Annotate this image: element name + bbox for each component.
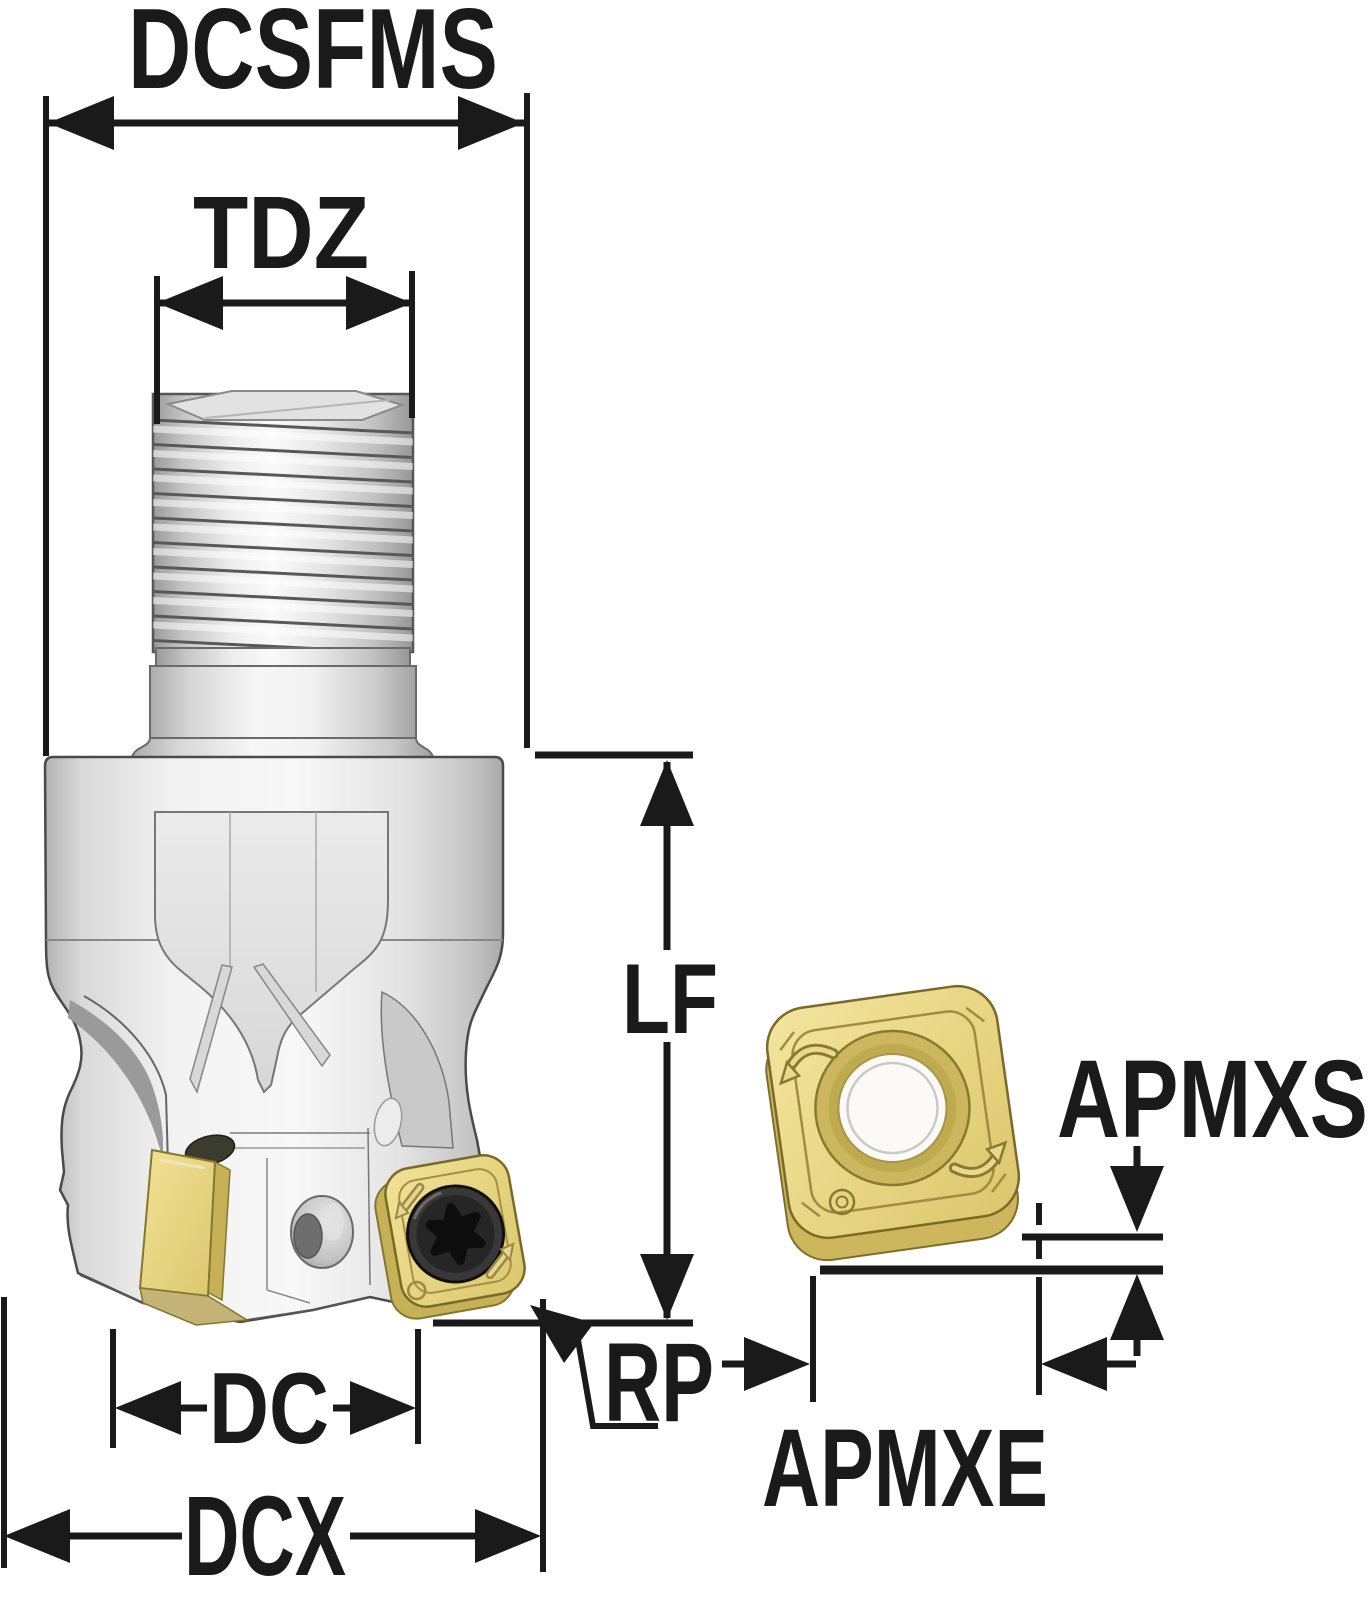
dim-rp bbox=[530, 1305, 658, 1429]
spare-insert-dot-outer bbox=[828, 1188, 856, 1216]
arrowhead-left-icon bbox=[115, 1381, 181, 1435]
shank-top-facet-line bbox=[204, 399, 391, 419]
recessed-panel bbox=[154, 811, 389, 1094]
spare-insert-hole bbox=[837, 1053, 948, 1164]
mounted-arrow-mark-tl bbox=[399, 1185, 422, 1213]
boss-highlight bbox=[322, 1203, 344, 1241]
leader-arrowhead-icon bbox=[530, 1305, 594, 1363]
arrowhead-left-icon bbox=[157, 276, 223, 330]
spare-insert-corner-facets bbox=[779, 1006, 1007, 1218]
left-insert-bottom bbox=[139, 1287, 250, 1326]
dim-apmxs bbox=[820, 1146, 1164, 1356]
screw-highlight bbox=[412, 1191, 442, 1220]
spare-arrow-head-br bbox=[984, 1140, 1008, 1166]
spare-insert bbox=[765, 984, 1021, 1262]
spare-insert-margin bbox=[791, 1010, 995, 1214]
arrowhead-right-icon bbox=[458, 96, 524, 150]
label-dc: DC bbox=[209, 1353, 329, 1465]
tool-illustration bbox=[43, 390, 526, 1326]
dim-dcx bbox=[1, 1297, 546, 1572]
arrowhead-up-icon bbox=[1110, 1274, 1164, 1340]
chip-slot-left bbox=[189, 964, 233, 1094]
dim-apmxe bbox=[722, 1203, 1136, 1402]
dimensions bbox=[1, 93, 1164, 1572]
clamp-boss bbox=[290, 1195, 354, 1269]
boss-bore bbox=[293, 1213, 323, 1259]
mounted-insert-margin bbox=[398, 1168, 512, 1294]
shank-collar bbox=[130, 647, 435, 758]
collar-cylinder bbox=[149, 665, 417, 739]
pocket-wall-line bbox=[367, 1127, 371, 1286]
ramp-recess bbox=[373, 1097, 403, 1147]
arrowhead-left-icon bbox=[4, 1509, 70, 1563]
label-dcx: DCX bbox=[184, 1473, 346, 1599]
arrowhead-right-icon bbox=[744, 1337, 810, 1391]
bottom-edge-center bbox=[246, 1296, 371, 1321]
left-insert bbox=[138, 1148, 250, 1326]
arrowhead-down-icon bbox=[1110, 1166, 1164, 1232]
label-rp: RP bbox=[604, 1320, 714, 1445]
spare-insert-dot-inner bbox=[835, 1195, 849, 1209]
arrowhead-down-icon bbox=[640, 1254, 694, 1320]
dim-dc bbox=[110, 1329, 421, 1448]
arrowhead-right-icon bbox=[475, 1509, 541, 1563]
mounted-insert-dot-mark bbox=[407, 1280, 427, 1301]
label-dcsfms: DCSFMS bbox=[128, 0, 498, 113]
arrowhead-left-icon bbox=[1041, 1337, 1107, 1391]
bottom-edge-left bbox=[79, 1274, 144, 1304]
mounted-arrow-head-br bbox=[499, 1242, 515, 1263]
mounted-arrow-head-tl bbox=[394, 1200, 410, 1220]
arrowhead-left-icon bbox=[48, 96, 114, 150]
shank-top-chamfer bbox=[164, 390, 406, 421]
label-tdz: TDZ bbox=[193, 175, 369, 290]
torx-socket-icon bbox=[425, 1202, 486, 1266]
spare-arrow-mark-br bbox=[951, 1155, 998, 1175]
dim-tdz bbox=[154, 271, 415, 424]
dim-lf bbox=[433, 751, 694, 1327]
label-apmxs: APMXS bbox=[1057, 1038, 1368, 1161]
arrowhead-up-icon bbox=[640, 760, 694, 826]
mounted-insert bbox=[374, 1154, 526, 1320]
label-lf: LF bbox=[622, 943, 718, 1054]
arrowhead-right-icon bbox=[350, 1381, 416, 1435]
threaded-shank bbox=[151, 390, 415, 654]
spare-insert-hole-inner-ring bbox=[846, 1061, 939, 1155]
spare-arrow-mark-tl bbox=[789, 1046, 836, 1067]
left-insert-highlight bbox=[159, 1158, 206, 1170]
collar-flange bbox=[130, 737, 435, 758]
arrowhead-right-icon bbox=[346, 276, 412, 330]
label-apmxe: APMXE bbox=[762, 1407, 1048, 1530]
spare-arrow-head-tl bbox=[778, 1059, 802, 1086]
chip-slot-right bbox=[252, 963, 331, 1068]
dim-dcsfms bbox=[43, 93, 530, 756]
facet-line-center-2 bbox=[266, 1289, 311, 1304]
left-insert-face bbox=[138, 1148, 217, 1298]
flute-shadow-left bbox=[68, 1000, 163, 1162]
flute-edge-left bbox=[83, 995, 171, 1236]
